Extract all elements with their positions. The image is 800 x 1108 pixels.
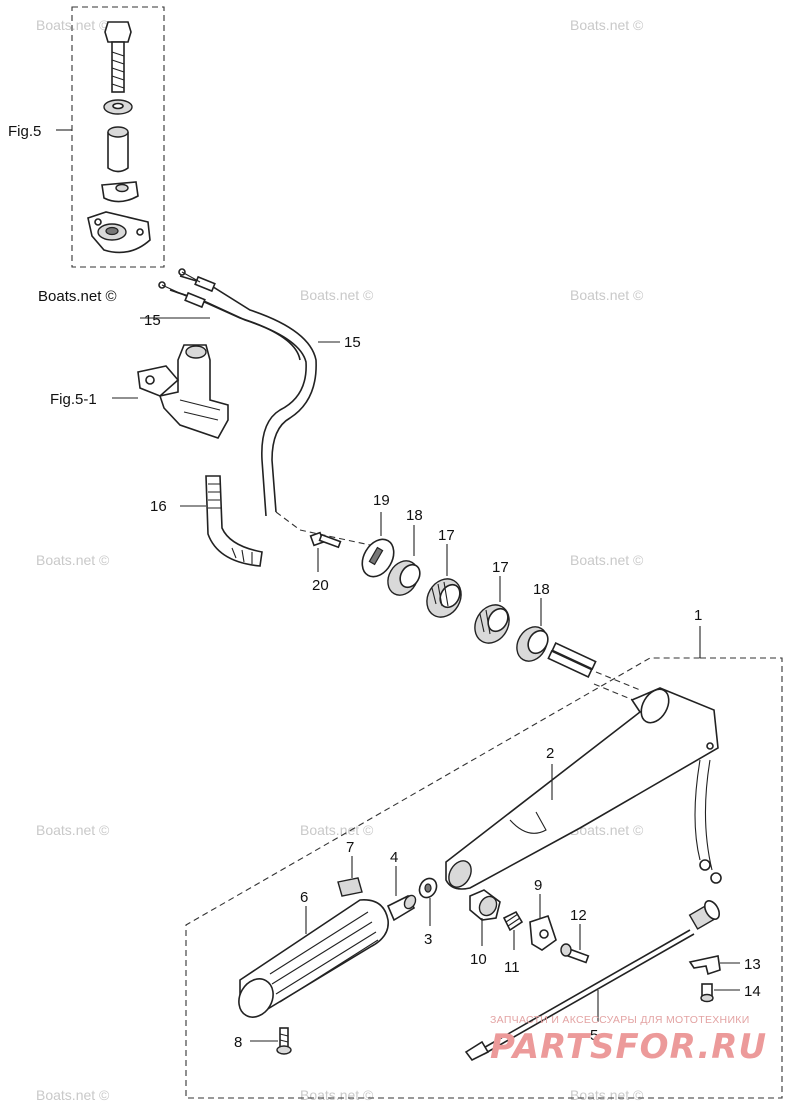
grommet-icon [387, 560, 421, 596]
fig5-group: Fig.5 [8, 6, 165, 268]
callout-15a: 15 [144, 312, 161, 329]
callout-8: 8 [234, 1034, 242, 1051]
cable-end-icon [547, 642, 641, 703]
callout-4: 4 [390, 849, 398, 866]
fig5-1-label: Fig.5-1 [50, 391, 97, 408]
screw-icon [700, 983, 714, 1003]
cable-clamp-icon [529, 914, 557, 951]
callout-13: 13 [744, 956, 761, 973]
callout-2: 2 [546, 745, 554, 762]
watermark: Boats.net © [36, 1087, 110, 1103]
throttle-grip-icon [238, 899, 389, 1018]
callout-17a: 17 [438, 527, 455, 544]
watermark: Boats.net © [570, 1087, 644, 1103]
callout-7: 7 [346, 839, 354, 856]
tiller-assembly-dashed-box [185, 657, 783, 1099]
throttle-inner-cable-icon [464, 900, 721, 1062]
callout-9: 9 [534, 877, 542, 894]
callout-6: 6 [300, 889, 308, 906]
callout-1: 1 [694, 607, 702, 624]
callout-3: 3 [424, 931, 432, 948]
callout-20: 20 [312, 577, 329, 594]
pin-icon [386, 894, 417, 922]
watermark: Boats.net © [300, 287, 374, 303]
spring-icon [502, 910, 524, 932]
callout-15b: 15 [344, 334, 361, 351]
callout-16: 16 [150, 498, 167, 515]
clip-icon [688, 955, 721, 976]
throttle-cable-icon [158, 268, 371, 546]
watermark: Boats.net © [570, 17, 644, 33]
callout-11: 11 [504, 959, 520, 976]
brand-logo: PARTSFOR.RU [490, 1027, 768, 1067]
watermark: Boats.net © [36, 552, 110, 568]
watermarks: Boats.net © Boats.net © Boats.net © Boat… [36, 17, 644, 1103]
callout-14: 14 [744, 983, 761, 1000]
callout-19: 19 [373, 492, 390, 509]
bushing-icon [101, 181, 139, 203]
watermark: Boats.net © [570, 287, 644, 303]
callout-12: 12 [570, 907, 587, 924]
callout-5: 5 [590, 1027, 598, 1044]
washer-icon [103, 99, 133, 115]
watermark: Boats.net © [300, 822, 374, 838]
brand-tagline: ЗАПЧАСТИ И АКСЕССУАРЫ ДЛЯ МОТОТЕХНИКИ [490, 1014, 750, 1026]
screw-icon [560, 943, 590, 964]
watermark: Boats.net © [36, 17, 110, 33]
watermark: Boats.net © [570, 822, 644, 838]
grommet-icon [516, 626, 549, 662]
friction-adjuster-icon [469, 889, 501, 921]
nut-icon [418, 877, 438, 899]
callout-10: 10 [470, 951, 487, 968]
watermark: Boats.net © [570, 552, 644, 568]
bolt-icon [104, 21, 132, 93]
grommet-bushing-icon [426, 578, 462, 618]
fig5-label: Fig.5 [8, 123, 41, 140]
mount-plate-icon [87, 211, 151, 254]
callout-17b: 17 [492, 559, 509, 576]
nameplate-icon [337, 877, 363, 897]
callout-18a: 18 [406, 507, 423, 524]
fig5-dashed-box [71, 6, 165, 268]
bracket-icon [137, 344, 229, 439]
collar-icon [107, 126, 129, 173]
watermark: Boats.net © [36, 822, 110, 838]
screw-icon [276, 1027, 292, 1055]
callout-18b: 18 [533, 581, 550, 598]
grommet-bushing-icon [474, 604, 510, 644]
tiller-arm-icon [445, 687, 722, 890]
screw-icon [309, 531, 342, 549]
hose-icon [205, 475, 263, 567]
cable-plate-icon [361, 538, 395, 578]
fig5-watermark-label: Boats.net © [38, 288, 117, 305]
watermark: Boats.net © [300, 1087, 374, 1103]
